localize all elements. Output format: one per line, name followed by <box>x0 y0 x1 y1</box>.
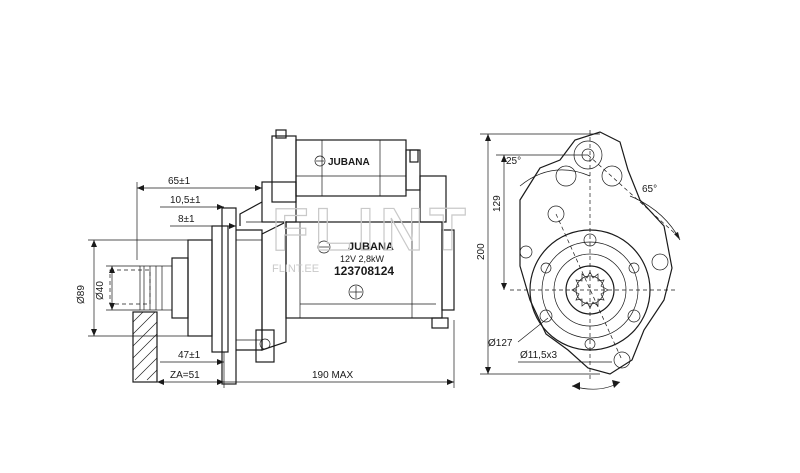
watermark-text: FLINT <box>272 196 472 263</box>
solenoid-brand: JUBANA <box>328 157 370 168</box>
dim-200: 200 <box>476 243 487 260</box>
label-brand: JUBANA <box>348 241 394 253</box>
dim-190-max: 190 MAX <box>312 370 353 381</box>
dim-za: ZA=51 <box>170 370 200 381</box>
angle-65: 65° <box>642 184 657 195</box>
dim-dia40: Ø40 <box>95 281 106 300</box>
side-view: JUBANA 12V 2,8kW 123708124 JUBANA <box>76 129 455 388</box>
dim-holes: Ø11,5x3 <box>520 350 557 361</box>
watermark-url: FLINT.EE <box>272 263 319 275</box>
label-part-number: 123708124 <box>334 264 394 278</box>
label-rating: 12V 2,8kW <box>340 254 385 264</box>
mounting-wall <box>132 311 158 383</box>
dim-dia89: Ø89 <box>76 285 87 304</box>
dim-10-5: 10,5±1 <box>170 195 201 206</box>
motor-body: JUBANA 12V 2,8kW 123708124 <box>261 221 455 351</box>
solenoid: JUBANA <box>239 129 447 226</box>
dim-129: 129 <box>492 195 503 212</box>
watermark: FLINT FLINT.EE <box>271 195 472 275</box>
side-dimensions: 65±1 10,5±1 8±1 Ø89 Ø40 <box>76 176 455 388</box>
dim-dia127: Ø127 <box>488 338 513 349</box>
angle-25: 25° <box>506 156 521 167</box>
front-view: 25° 65° 200 129 Ø127 Ø11,5x3 <box>476 130 681 390</box>
dim-8: 8±1 <box>178 214 195 225</box>
dim-65: 65±1 <box>168 176 191 187</box>
dim-47: 47±1 <box>178 350 201 361</box>
pinion-gear <box>109 265 173 311</box>
